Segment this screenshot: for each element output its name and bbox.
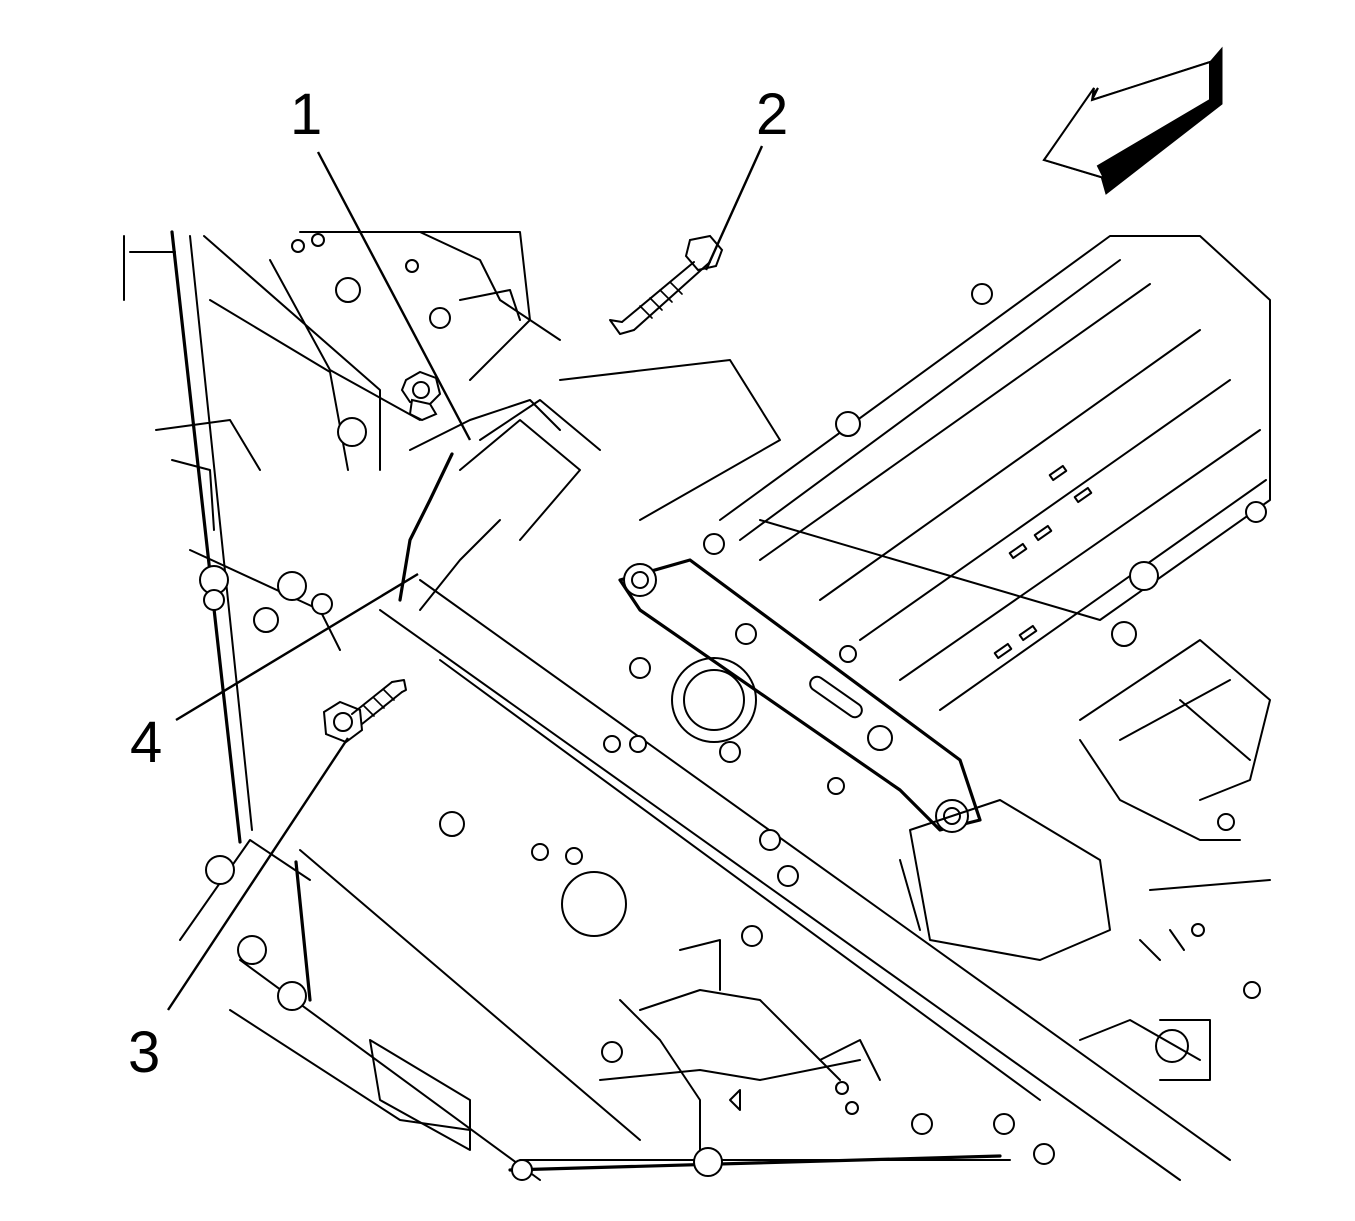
bolt-2-illustration	[609, 234, 724, 335]
callout-4: 4	[130, 710, 162, 775]
callout-leaders	[166, 145, 764, 1011]
callout-labels: 1 2 3 4	[128, 82, 788, 1085]
callout-1: 1	[290, 82, 322, 147]
leader-1	[316, 151, 472, 441]
leader-4	[175, 572, 419, 722]
nut-1-illustration	[400, 370, 442, 422]
bolt-3-illustration	[322, 679, 407, 744]
vehicle-underbody-illustration	[123, 230, 1271, 1181]
front-direction-arrow-icon	[1042, 46, 1223, 195]
callout-2: 2	[756, 82, 788, 147]
callout-3: 3	[128, 1020, 160, 1085]
leader-3	[166, 737, 350, 1011]
leader-2	[704, 145, 764, 271]
